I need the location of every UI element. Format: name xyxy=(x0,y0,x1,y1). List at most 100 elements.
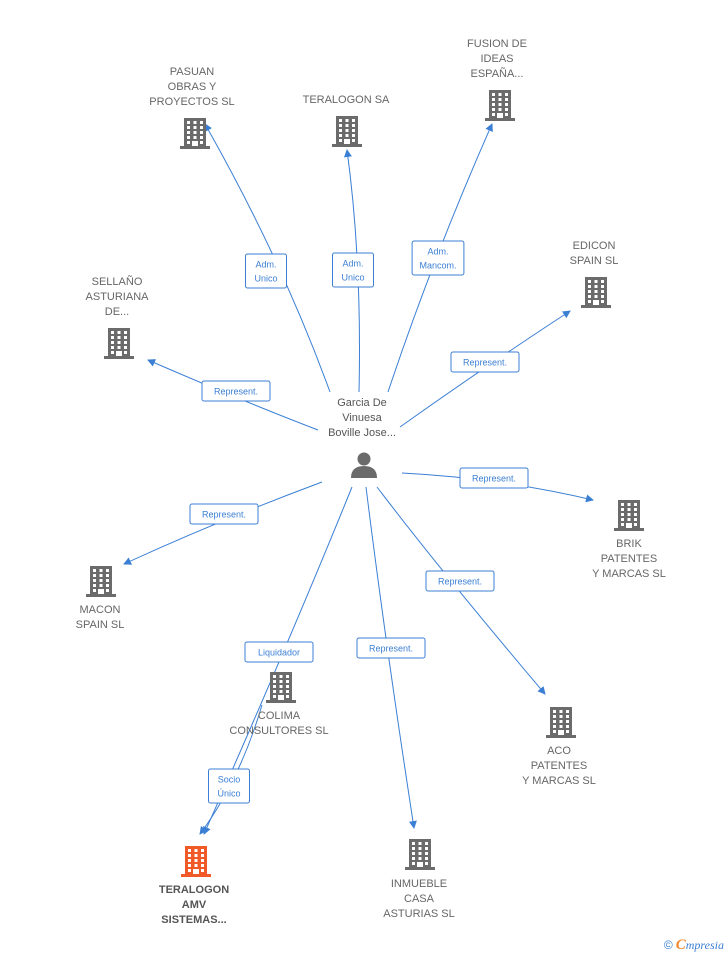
node-label: SISTEMAS... xyxy=(161,914,226,926)
node-label: ASTURIANA xyxy=(86,291,150,303)
edge-label-text: Socio xyxy=(218,775,241,785)
edge-label-text: Represent. xyxy=(438,577,482,587)
edge-label-box xyxy=(245,253,287,289)
edge-label-box xyxy=(201,380,271,402)
node-teralogon-sa[interactable]: TERALOGON SA xyxy=(303,94,390,147)
node-label: SPAIN SL xyxy=(76,619,125,631)
node-label: DE... xyxy=(105,306,129,318)
empresia-brand[interactable]: ©Cmpresia xyxy=(664,937,724,954)
node-label: Y MARCAS SL xyxy=(592,568,666,580)
node-label: PATENTES xyxy=(531,760,587,772)
building-icon[interactable] xyxy=(181,846,211,877)
copyright-symbol: © xyxy=(663,938,673,952)
edge-label[interactable]: Represent. xyxy=(425,570,495,592)
node-label: INMUEBLE xyxy=(391,878,447,890)
edge-label[interactable]: Represent. xyxy=(201,380,271,402)
edge-label-text: Adm. xyxy=(342,259,363,269)
building-icon[interactable] xyxy=(485,90,515,121)
edge-label[interactable]: Liquidador xyxy=(244,641,314,663)
node-edicon[interactable]: EDICON SPAIN SL xyxy=(570,240,619,308)
node-label: AMV xyxy=(182,899,207,911)
person-icon[interactable] xyxy=(351,452,377,479)
node-colima[interactable]: COLIMA CONSULTORES SL xyxy=(229,672,329,737)
node-label: SPAIN SL xyxy=(570,255,619,267)
building-icon[interactable] xyxy=(86,566,116,597)
edge-center-to-sellano: Represent. xyxy=(147,359,319,431)
edge-label-box xyxy=(208,768,250,804)
edge-label[interactable]: Represent. xyxy=(459,467,529,489)
building-icon[interactable] xyxy=(405,839,435,870)
edge-center-to-teralogon-sa: Adm.Unico xyxy=(332,149,374,393)
edge-label[interactable]: Adm. Unico xyxy=(245,253,287,289)
edge-label-text: Unico xyxy=(254,274,277,284)
node-aco[interactable]: ACO PATENTES Y MARCAS SL xyxy=(522,707,596,787)
edge-label-text: Único xyxy=(217,789,240,799)
node-sellano[interactable]: SELLAÑO ASTURIANA DE... xyxy=(86,275,150,359)
node-label: BRIK xyxy=(616,538,642,550)
node-label: ASTURIAS SL xyxy=(383,908,455,920)
node-label: OBRAS Y xyxy=(168,81,217,93)
edge-label-box xyxy=(450,351,520,373)
edge-center-to-aco: Represent. xyxy=(376,486,546,695)
edge-label-text: Liquidador xyxy=(258,648,300,658)
node-inmueble[interactable]: INMUEBLE CASA ASTURIAS SL xyxy=(383,839,455,920)
edge-label[interactable]: Adm.Unico xyxy=(332,252,374,288)
edge-label-text: Mancom. xyxy=(419,261,456,271)
edge-label-box xyxy=(356,637,426,659)
node-pasuan[interactable]: PASUAN OBRAS Y PROYECTOS SL xyxy=(149,66,235,149)
edge-center-to-inmueble: Represent. xyxy=(356,486,426,829)
node-label: ESPAÑA... xyxy=(471,67,524,80)
edge-label-text: Represent. xyxy=(369,644,413,654)
node-label: Y MARCAS SL xyxy=(522,775,596,787)
node-label: EDICON xyxy=(573,240,616,252)
edge-label-box xyxy=(425,570,495,592)
node-label: COLIMA xyxy=(258,710,301,722)
edge-label-box xyxy=(189,503,259,525)
edge-label-text: Adm. xyxy=(255,260,276,270)
edge-center-to-brik: Represent. xyxy=(401,467,594,503)
building-icon[interactable] xyxy=(581,277,611,308)
edge-center-to-edicon: Represent. xyxy=(399,310,571,428)
building-icon[interactable] xyxy=(180,118,210,149)
center-name-line: Boville Jose... xyxy=(328,427,396,439)
building-icon[interactable] xyxy=(332,116,362,147)
node-label: ACO xyxy=(547,745,571,757)
edge-label[interactable]: Adm. Mancom. xyxy=(411,240,465,276)
building-icon[interactable] xyxy=(546,707,576,738)
edge-label-box xyxy=(244,641,314,663)
edge-center-to-macon: Represent. xyxy=(123,481,323,565)
edge-label-text: Adm. xyxy=(427,247,448,257)
building-icon[interactable] xyxy=(266,672,296,703)
node-label: FUSION DE xyxy=(467,38,527,50)
node-label: TERALOGON SA xyxy=(303,94,390,106)
edge-label[interactable]: Represent. xyxy=(450,351,520,373)
edges-layer: Adm.UnicoAdm.UnicoAdm.Mancom.Represent.R… xyxy=(123,123,594,835)
node-brik[interactable]: BRIK PATENTES Y MARCAS SL xyxy=(592,500,666,580)
edge-label[interactable]: Represent. xyxy=(356,637,426,659)
node-label: IDEAS xyxy=(480,53,513,65)
building-icon[interactable] xyxy=(614,500,644,531)
edge-label-text: Represent. xyxy=(472,474,516,484)
node-label: PASUAN xyxy=(170,66,214,78)
edge-center-to-pasuan: Adm. Unico xyxy=(204,123,331,393)
edge-label[interactable]: Represent. xyxy=(189,503,259,525)
node-teralogon-amv[interactable]: TERALOGON AMV SISTEMAS... xyxy=(159,846,229,926)
node-label: CASA xyxy=(404,893,435,905)
node-fusion[interactable]: FUSION DE IDEAS ESPAÑA... xyxy=(467,38,527,121)
node-label: PATENTES xyxy=(601,553,657,565)
building-icon[interactable] xyxy=(104,328,134,359)
node-label: CONSULTORES SL xyxy=(229,725,328,737)
edge-center-to-fusion: Adm. Mancom. xyxy=(387,123,493,393)
edge-label-text: Represent. xyxy=(202,510,246,520)
node-label: SELLAÑO xyxy=(92,275,143,288)
edge-label-box xyxy=(332,252,374,288)
node-label: TERALOGON xyxy=(159,884,229,896)
edge-label-box xyxy=(459,467,529,489)
brand-name: mpresia xyxy=(685,938,724,952)
node-label: PROYECTOS SL xyxy=(149,96,234,108)
